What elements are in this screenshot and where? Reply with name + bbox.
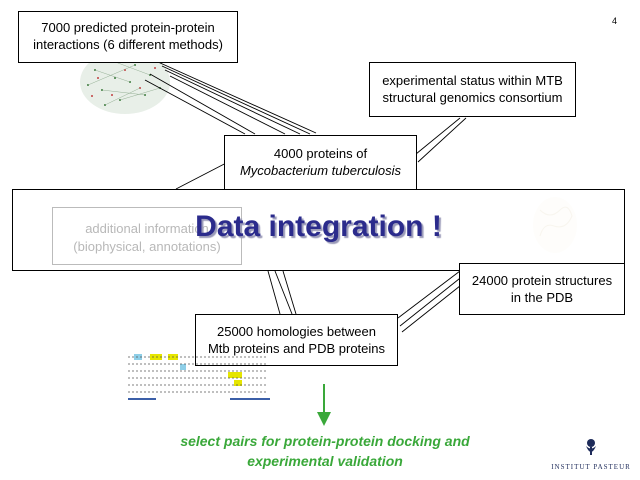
interactions-box: 7000 predicted protein-protein interacti… bbox=[18, 11, 238, 63]
interactions-line-1: 7000 predicted protein-protein bbox=[41, 20, 215, 35]
interactions-line-2: interactions (6 different methods) bbox=[33, 37, 223, 52]
institut-pasteur-logo: INSTITUT PASTEUR bbox=[548, 438, 634, 471]
homologies-line-2: Mtb proteins and PDB proteins bbox=[207, 341, 386, 356]
action-line-1: select pairs for protein-protein docking bbox=[180, 433, 441, 449]
additional-line-1: additional information bbox=[85, 221, 209, 236]
additional-information-box: additional information (biophysical, ann… bbox=[52, 207, 242, 265]
data-integration-banner bbox=[12, 189, 625, 271]
structures-line-1: 24000 protein structures bbox=[471, 273, 613, 288]
page-number: 4 bbox=[612, 16, 618, 26]
banner-title: Data integration ! bbox=[195, 210, 442, 243]
additional-line-2: (biophysical, annotations) bbox=[73, 239, 221, 254]
action-line-2: and experimental validation bbox=[247, 433, 470, 469]
structures-line-2: in the PDB bbox=[510, 290, 574, 305]
proteins-box: 4000 proteins of Mycobacterium tuberculo… bbox=[224, 135, 417, 190]
pasteur-emblem-icon bbox=[586, 439, 596, 455]
action-text: select pairs for protein-protein docking… bbox=[160, 431, 490, 471]
pdb-structures-box: 24000 protein structures in the PDB bbox=[459, 263, 625, 315]
experimental-line-2: structural genomics consortium bbox=[382, 90, 563, 105]
proteins-line-2: Mycobacterium tuberculosis bbox=[239, 163, 402, 178]
sequence-alignment-graphic bbox=[128, 354, 270, 400]
proteins-line-1: 4000 proteins of bbox=[273, 146, 368, 161]
logo-text: INSTITUT PASTEUR bbox=[551, 463, 631, 471]
experimental-status-box: experimental status within MTB structura… bbox=[369, 62, 576, 117]
arrow-down-icon bbox=[317, 384, 331, 426]
experimental-line-1: experimental status within MTB bbox=[382, 73, 563, 88]
homologies-line-1: 25000 homologies between bbox=[216, 324, 376, 339]
